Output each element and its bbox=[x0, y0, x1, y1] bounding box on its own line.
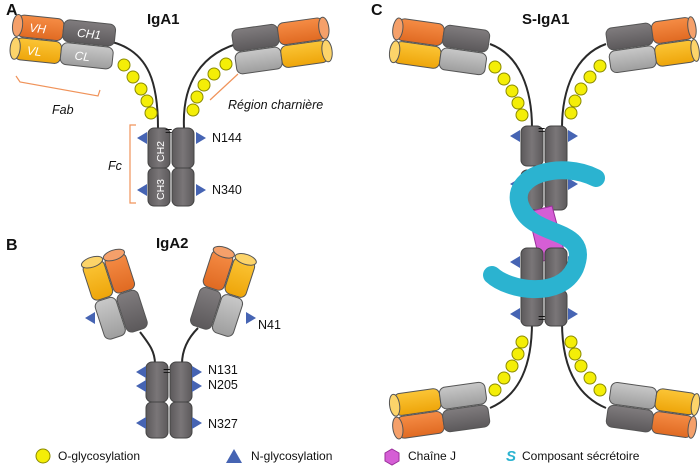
hinge-b-left bbox=[139, 331, 156, 365]
cl-label: CL bbox=[74, 49, 91, 65]
n131-label: N131 bbox=[208, 363, 238, 377]
ch3-domain-left bbox=[147, 167, 171, 207]
legend: O-glycosylation N-glycosylation Chaîne J… bbox=[35, 448, 640, 466]
vl-label: VL bbox=[26, 44, 42, 59]
panel-c-title: S-IgA1 bbox=[522, 11, 570, 28]
disulfide-bond: = bbox=[165, 124, 172, 138]
n327-label: N327 bbox=[208, 417, 238, 431]
ch2-label: CH2 bbox=[155, 141, 167, 162]
panel-a-title: IgA1 bbox=[147, 11, 180, 28]
fab-right-b bbox=[190, 245, 257, 337]
secretory-component bbox=[483, 161, 605, 299]
n41-label: N41 bbox=[258, 318, 281, 332]
panel-b-title: IgA2 bbox=[156, 235, 189, 252]
legend-j-chain: Chaîne J bbox=[408, 449, 456, 463]
disulfide-bond-b: = bbox=[163, 364, 170, 378]
ch2-domain-right bbox=[171, 127, 195, 169]
cl-domain bbox=[59, 42, 114, 70]
fab-left-a: VH CH1 VL CL bbox=[9, 13, 117, 70]
o-glycan-cluster-a-right bbox=[186, 57, 233, 117]
legend-o-glycosylation: O-glycosylation bbox=[58, 449, 140, 463]
legend-n-glycosylation: N-glycosylation bbox=[251, 449, 332, 463]
fc-a: = CH2 CH3 bbox=[147, 124, 195, 207]
fab-right-a bbox=[231, 16, 333, 75]
disulfide-bond-c-upper: = bbox=[538, 123, 545, 137]
fab-c-lower-right bbox=[605, 381, 700, 439]
fc-b: = bbox=[145, 361, 193, 439]
ch3-label: CH3 bbox=[155, 179, 167, 200]
n144-label: N144 bbox=[212, 131, 242, 145]
legend-secretory-component: Composant sécrétoire bbox=[522, 449, 640, 463]
hinge-chain-left bbox=[111, 41, 159, 129]
hinge-callout-line bbox=[209, 73, 239, 101]
secretory-component-legend-icon: S bbox=[506, 448, 516, 465]
disulfide-bond-c-lower: = bbox=[538, 311, 545, 325]
panel-a-letter: A bbox=[6, 2, 18, 19]
fc-bracket bbox=[129, 124, 136, 204]
n205-label: N205 bbox=[208, 378, 238, 392]
panel-c-letter: C bbox=[371, 2, 383, 19]
hinge-b-right bbox=[181, 327, 199, 365]
panel-b-letter: B bbox=[6, 237, 18, 254]
panel-c: C S-IgA1 bbox=[371, 2, 700, 440]
fab-bracket bbox=[15, 75, 101, 97]
n340-label: N340 bbox=[212, 183, 242, 197]
fab-c-lower-left bbox=[388, 381, 491, 440]
panel-b: B IgA2 = bbox=[6, 235, 281, 439]
o-glycan-cluster-a-left bbox=[117, 58, 158, 120]
vh-label: VH bbox=[29, 21, 47, 37]
hinge-chain-right bbox=[182, 41, 245, 129]
n-glycan-markers-b bbox=[85, 312, 256, 429]
ch3-domain-right bbox=[171, 167, 195, 207]
panel-a: A IgA1 VH CH1 VL CL bbox=[6, 2, 333, 207]
ch1-domain bbox=[62, 19, 117, 47]
o-glycan-cluster-c bbox=[488, 59, 607, 397]
fc-label: Fc bbox=[108, 159, 123, 173]
n-glycan-markers-a bbox=[137, 132, 206, 196]
fab-label: Fab bbox=[52, 103, 74, 117]
fab-c-upper-left bbox=[388, 17, 491, 76]
hinge-label: Région charnière bbox=[228, 98, 323, 112]
j-chain-legend-icon bbox=[384, 448, 400, 466]
n-glycosylation-legend-icon bbox=[226, 449, 242, 463]
ch1-label: CH1 bbox=[76, 26, 101, 42]
fab-c-upper-right bbox=[605, 16, 700, 74]
o-glycosylation-legend-icon bbox=[35, 448, 51, 464]
fab-left-b bbox=[80, 248, 148, 340]
